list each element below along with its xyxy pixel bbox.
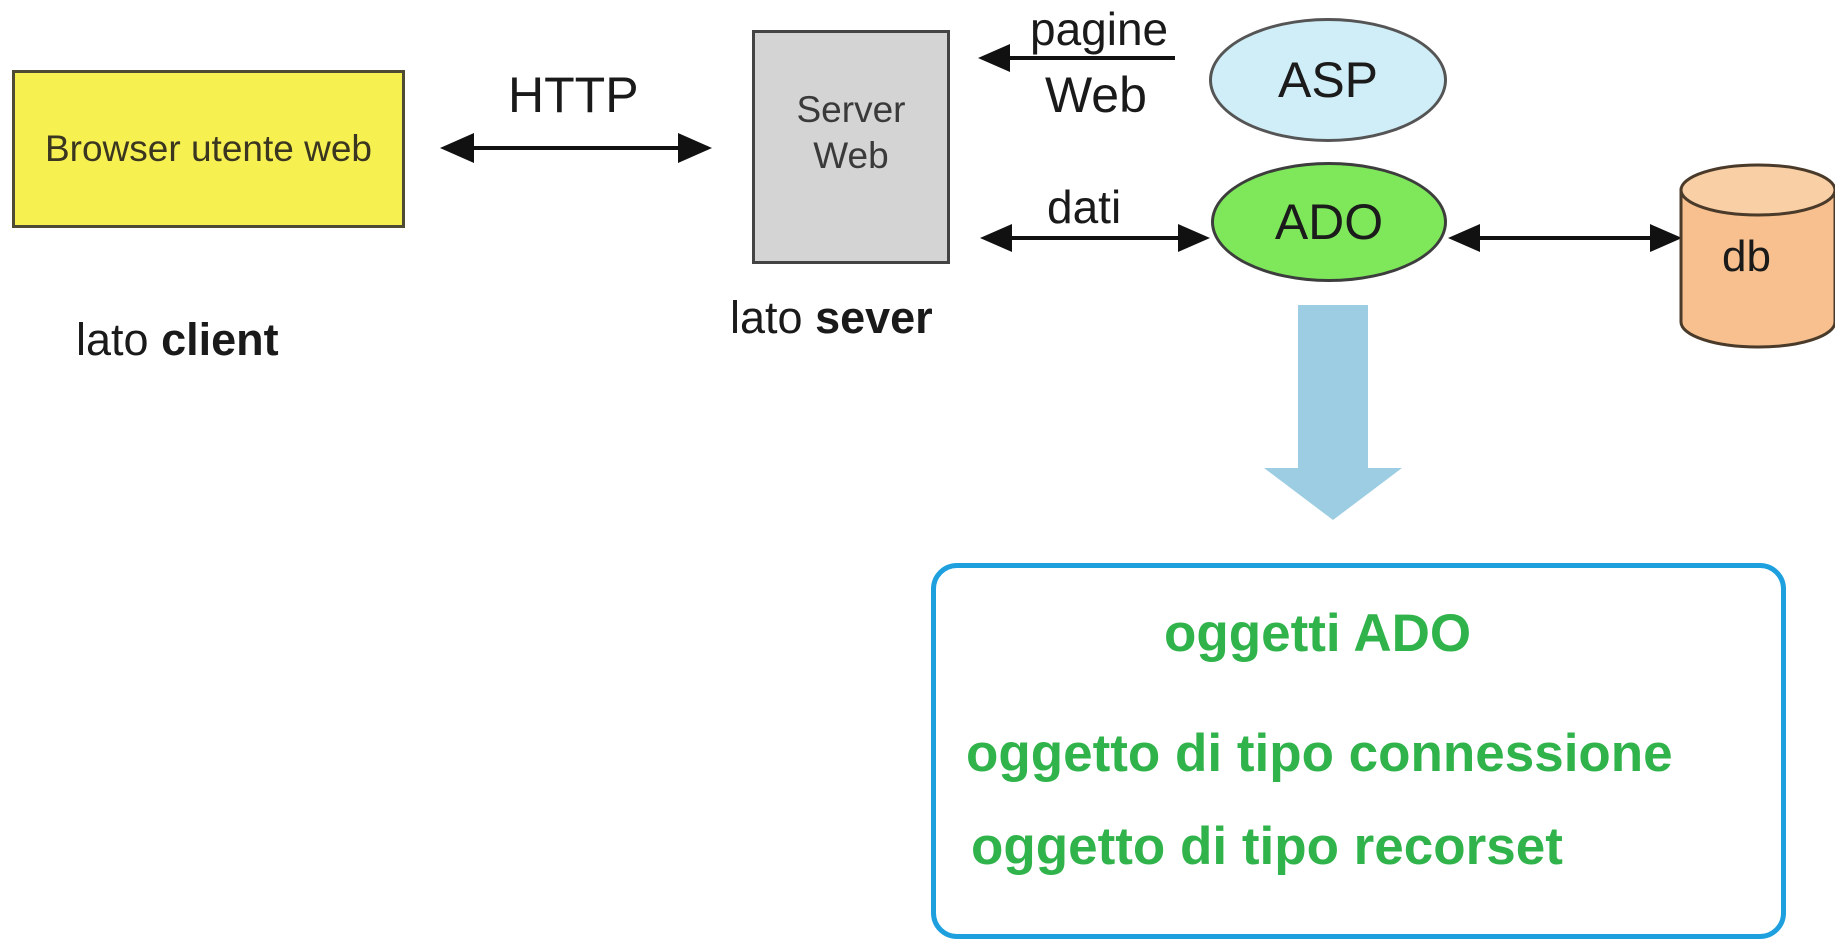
client-caption-bold: client <box>161 314 279 365</box>
ado-objects-panel: oggetti ADO oggetto di tipo connessione … <box>931 563 1786 939</box>
server-caption-prefix: lato <box>730 292 816 343</box>
data-arrow-head-right <box>1178 224 1210 252</box>
db-cylinder <box>1679 163 1835 349</box>
server-caption: lato sever <box>730 292 933 344</box>
http-arrow-head-right <box>678 133 712 163</box>
client-caption-prefix: lato <box>76 314 162 365</box>
ado-node: ADO <box>1211 162 1447 282</box>
pages-arrow-head <box>978 44 1010 72</box>
pages-label-line2: Web <box>1045 67 1147 123</box>
server-label-line2: Web <box>813 135 889 176</box>
db-arrow-head-left <box>1448 224 1480 252</box>
ado-object-item: oggetto di tipo connessione <box>966 724 1673 783</box>
ado-objects-title: oggetti ADO <box>1164 604 1472 663</box>
server-caption-bold: sever <box>815 292 933 343</box>
server-node: Server Web <box>752 30 950 264</box>
asp-label: ASP <box>1277 52 1379 108</box>
ado-object-item: oggetto di tipo recorset <box>971 817 1563 876</box>
asp-node: ASP <box>1209 18 1447 142</box>
client-caption: lato client <box>76 314 279 366</box>
browser-node: Browser utente web <box>12 70 405 228</box>
http-label: HTTP <box>508 67 639 123</box>
db-label: db <box>1722 232 1771 281</box>
pages-label-line1: pagine <box>1030 3 1169 55</box>
ado-label: ADO <box>1274 194 1384 250</box>
browser-label-line2: utente web <box>190 128 372 169</box>
browser-label-line1: Browser <box>44 128 181 169</box>
data-arrow-head-left <box>980 224 1012 252</box>
server-label-line1: Server <box>796 89 906 130</box>
data-label: dati <box>1047 181 1122 233</box>
http-arrow-head-left <box>440 133 474 163</box>
down-arrow <box>1264 305 1402 520</box>
db-arrow-head-right <box>1650 224 1682 252</box>
